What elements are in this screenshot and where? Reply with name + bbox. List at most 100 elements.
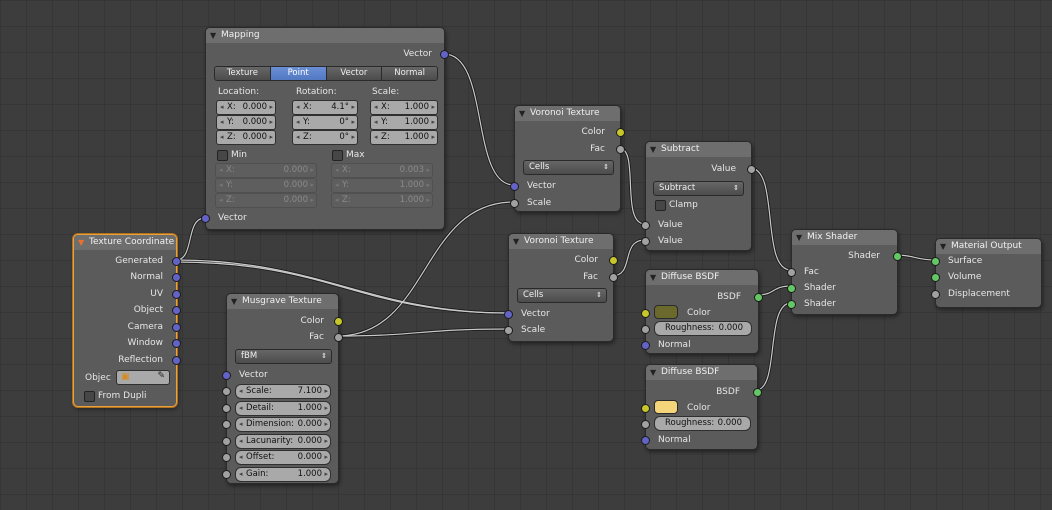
output-uv-socket[interactable] xyxy=(172,290,181,299)
min-checkbox[interactable] xyxy=(217,150,228,161)
diffuse2-out-bsdf-socket[interactable] xyxy=(753,388,762,397)
voronoi-texture-node-2[interactable]: ▼Voronoi Texture Color Fac Cells⇕ Vector… xyxy=(504,233,618,342)
musgrave-out-fac-socket[interactable] xyxy=(334,333,343,342)
gain-field[interactable]: ◂Gain:1.000▸ xyxy=(235,467,331,482)
voronoi1-coloring-dropdown[interactable]: Cells⇕ xyxy=(523,160,614,175)
mix-out-shader-socket[interactable] xyxy=(893,252,902,261)
lacunarity-field[interactable]: ◂Lacunarity:0.000▸ xyxy=(235,434,331,449)
scale-z-field[interactable]: ◂Z:1.000▸ xyxy=(370,130,438,145)
material-output-node[interactable]: ▼Material Output Surface Volume Displace… xyxy=(931,238,1042,308)
lacunarity-socket[interactable] xyxy=(222,437,231,446)
voronoi1-in-scale-socket[interactable] xyxy=(510,199,519,208)
mapping-in-vector-socket[interactable] xyxy=(201,214,210,223)
detail-socket[interactable] xyxy=(222,404,231,413)
subtract-in-value1-socket[interactable] xyxy=(641,221,650,230)
object-field[interactable]: ▣ ✎ xyxy=(116,370,170,385)
output-object-socket[interactable] xyxy=(172,306,181,315)
tab-normal[interactable]: Normal xyxy=(382,67,437,80)
location-y-field[interactable]: ◂Y:0.000▸ xyxy=(216,115,276,130)
voronoi2-out-color-socket[interactable] xyxy=(609,256,618,265)
voronoi1-header[interactable]: ▼Voronoi Texture xyxy=(515,106,620,121)
tab-texture[interactable]: Texture xyxy=(215,67,271,80)
detail-field[interactable]: ◂Detail:1.000▸ xyxy=(235,401,331,416)
collapse-arrow-icon[interactable]: ▼ xyxy=(650,145,657,154)
output-normal-socket[interactable] xyxy=(172,273,181,282)
musgrave-type-dropdown[interactable]: fBM⇕ xyxy=(235,349,332,364)
offset-socket[interactable] xyxy=(222,453,231,462)
dimension-socket[interactable] xyxy=(222,420,231,429)
scale-field[interactable]: ◂Scale:7.100▸ xyxy=(235,384,331,399)
subtract-math-node[interactable]: ▼Subtract Value Subtract⇕ Clamp Value Va… xyxy=(641,141,756,251)
from-dupli-checkbox[interactable] xyxy=(84,391,95,402)
tab-point[interactable]: Point xyxy=(270,67,327,80)
musgrave-texture-node[interactable]: ▼Musgrave Texture Color Fac fBM⇕ Vector … xyxy=(222,293,343,484)
voronoi1-out-fac-socket[interactable] xyxy=(616,145,625,154)
mapping-node[interactable]: ▼Mapping Vector Texture Point Vector Nor… xyxy=(201,27,449,230)
voronoi-texture-node-1[interactable]: ▼Voronoi Texture Color Fac Cells⇕ Vector… xyxy=(510,105,625,212)
musgrave-out-color-socket[interactable] xyxy=(334,317,343,326)
diffuse2-color-swatch[interactable] xyxy=(654,400,678,414)
gain-socket[interactable] xyxy=(222,470,231,479)
voronoi2-coloring-dropdown[interactable]: Cells⇕ xyxy=(517,288,607,303)
tab-vector[interactable]: Vector xyxy=(326,67,383,80)
collapse-arrow-icon[interactable]: ▼ xyxy=(650,273,657,282)
scale-x-field[interactable]: ◂X:1.000▸ xyxy=(370,100,438,115)
subtract-out-value-socket[interactable] xyxy=(747,165,756,174)
output-camera-socket[interactable] xyxy=(172,323,181,332)
mix-in-shader2-socket[interactable] xyxy=(787,300,796,309)
mix-header[interactable]: ▼Mix Shader xyxy=(792,230,897,245)
scale-y-field[interactable]: ◂Y:1.000▸ xyxy=(370,115,438,130)
eyedropper-icon[interactable]: ✎ xyxy=(157,371,165,381)
diffuse2-color-socket[interactable] xyxy=(641,404,650,413)
collapse-arrow-icon[interactable]: ▼ xyxy=(519,109,526,118)
location-x-field[interactable]: ◂X:0.000▸ xyxy=(216,100,276,115)
musgrave-header[interactable]: ▼Musgrave Texture xyxy=(227,294,338,309)
mapping-header[interactable]: ▼Mapping xyxy=(206,28,444,43)
dimension-field[interactable]: ◂Dimension:0.000▸ xyxy=(235,417,331,432)
texture-coordinate-node[interactable]: ▼Texture Coordinate Generated Normal UV … xyxy=(73,234,181,407)
diffuse1-normal-socket[interactable] xyxy=(641,341,650,350)
musgrave-in-vector-socket[interactable] xyxy=(222,371,231,380)
output-surface-socket[interactable] xyxy=(931,257,940,266)
diffuse2-header[interactable]: ▼Diffuse BSDF xyxy=(646,365,757,380)
voronoi1-out-color-socket[interactable] xyxy=(616,128,625,137)
rotation-y-field[interactable]: ◂Y:0°▸ xyxy=(292,115,358,130)
collapse-arrow-icon[interactable]: ▼ xyxy=(513,237,520,246)
operation-dropdown[interactable]: Subtract⇕ xyxy=(653,181,744,196)
collapse-arrow-icon[interactable]: ▼ xyxy=(650,368,657,377)
diffuse-bsdf-node-2[interactable]: ▼Diffuse BSDF BSDF Color Roughness:0.000… xyxy=(641,364,762,450)
diffuse1-color-swatch[interactable] xyxy=(654,305,678,319)
diffuse1-out-bsdf-socket[interactable] xyxy=(754,293,763,302)
output-generated-socket[interactable] xyxy=(172,257,181,266)
output-reflection-socket[interactable] xyxy=(172,356,181,365)
collapse-arrow-icon[interactable]: ▼ xyxy=(940,242,947,251)
mapping-out-vector-socket[interactable] xyxy=(440,50,449,59)
max-checkbox[interactable] xyxy=(332,150,343,161)
diffuse1-color-socket[interactable] xyxy=(641,309,650,318)
output-displacement-socket[interactable] xyxy=(931,290,940,299)
texcoord-header[interactable]: ▼Texture Coordinate xyxy=(74,235,176,250)
collapse-arrow-icon[interactable]: ▼ xyxy=(78,238,85,247)
location-z-field[interactable]: ◂Z:0.000▸ xyxy=(216,130,276,145)
diffuse2-roughness-field[interactable]: Roughness:0.000 xyxy=(654,416,751,431)
diffuse1-header[interactable]: ▼Diffuse BSDF xyxy=(646,270,758,285)
voronoi2-out-fac-socket[interactable] xyxy=(609,273,618,282)
rotation-z-field[interactable]: ◂Z:0°▸ xyxy=(292,130,358,145)
mix-in-shader1-socket[interactable] xyxy=(787,284,796,293)
collapse-arrow-icon[interactable]: ▼ xyxy=(796,233,803,242)
diffuse1-roughness-field[interactable]: Roughness:0.000 xyxy=(654,321,752,336)
subtract-header[interactable]: ▼Subtract xyxy=(646,142,751,157)
output-header[interactable]: ▼Material Output xyxy=(936,239,1041,254)
clamp-checkbox[interactable] xyxy=(655,200,666,211)
mix-shader-node[interactable]: ▼Mix Shader Shader Fac Shader Shader xyxy=(787,229,902,315)
output-volume-socket[interactable] xyxy=(931,273,940,282)
collapse-arrow-icon[interactable]: ▼ xyxy=(210,31,217,40)
mix-in-fac-socket[interactable] xyxy=(787,268,796,277)
collapse-arrow-icon[interactable]: ▼ xyxy=(231,297,238,306)
diffuse-bsdf-node-1[interactable]: ▼Diffuse BSDF BSDF Color Roughness:0.000… xyxy=(641,269,763,354)
subtract-in-value2-socket[interactable] xyxy=(641,237,650,246)
offset-field[interactable]: ◂Offset:0.000▸ xyxy=(235,450,331,465)
voronoi2-in-scale-socket[interactable] xyxy=(504,326,513,335)
voronoi2-header[interactable]: ▼Voronoi Texture xyxy=(509,234,613,249)
output-window-socket[interactable] xyxy=(172,339,181,348)
